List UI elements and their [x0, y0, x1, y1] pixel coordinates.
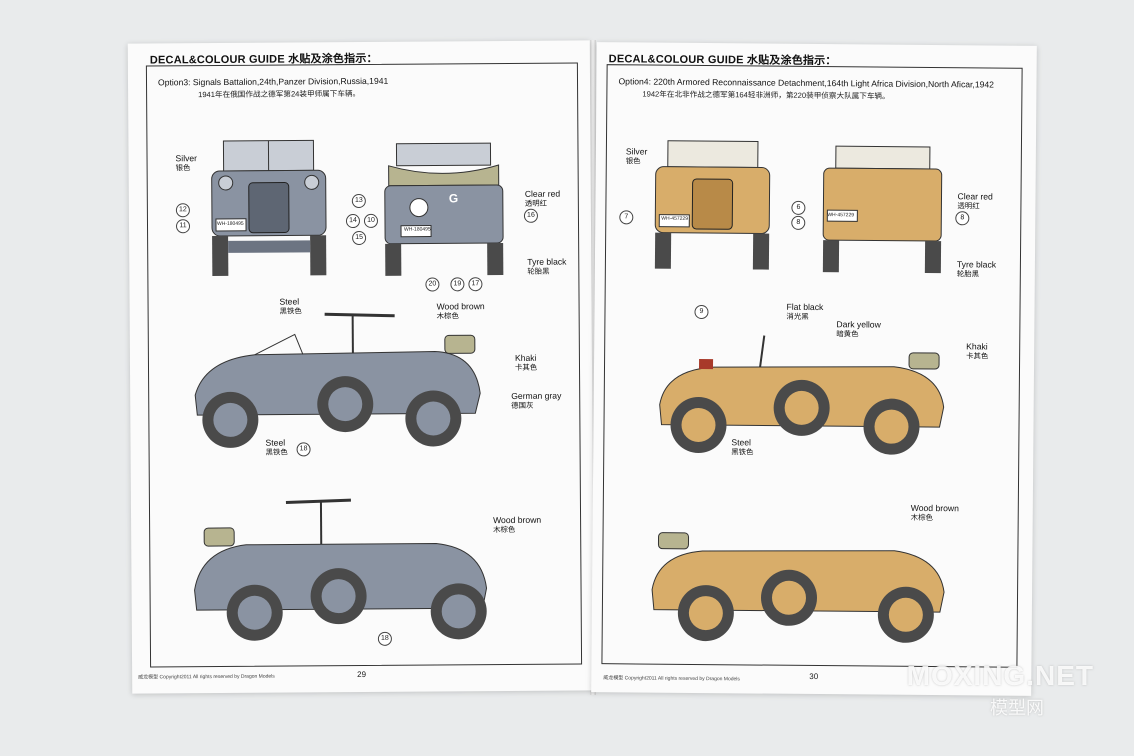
- callout-12: 12: [175, 203, 190, 218]
- left-footer: 威龙模型 Copyright2011 All rights reserved b…: [138, 673, 275, 681]
- callout-16: 16: [523, 208, 538, 223]
- callout-15: 15: [352, 230, 367, 246]
- label-tyre-black-right-en: Tyre black: [956, 259, 997, 270]
- label-steel-right-en: Steel: [731, 437, 751, 448]
- label-silver-right-cn: 银色: [625, 156, 641, 166]
- label-wood-brown-top-cn: 木棕色: [436, 311, 459, 321]
- side-view-gray-vehicle-2: [194, 498, 488, 641]
- watermark-cn: 模型网: [990, 698, 1044, 718]
- label-clear-red-right-cn: 透明红: [957, 201, 980, 211]
- left-option-cn: 1941年在俄国作战之德军第24装甲师属下车辆。: [198, 88, 361, 100]
- rear-letter-g: G: [448, 191, 459, 206]
- left-page-number: 29: [357, 669, 367, 680]
- label-wood-brown-right-cn: 木棕色: [910, 512, 933, 523]
- label-silver-cn: 银色: [175, 163, 191, 173]
- left-page: DECAL&COLOUR GUIDE 水贴及涂色指示： Option3: Sig…: [127, 40, 595, 694]
- callout-9: 9: [694, 304, 709, 320]
- callout-20: 20: [425, 277, 440, 292]
- label-clear-red-cn: 透明红: [524, 198, 548, 208]
- label-steel-bottom-en: Steel: [265, 437, 286, 448]
- callout-18-upper: 18: [296, 442, 311, 457]
- right-page-number: 30: [809, 671, 819, 682]
- label-silver-right-en: Silver: [625, 146, 648, 157]
- label-steel-bottom-cn: 黑铁色: [265, 447, 288, 457]
- callout-17: 17: [468, 277, 483, 292]
- label-silver-en: Silver: [175, 153, 198, 164]
- rear-view-sand-vehicle: [822, 145, 943, 274]
- watermark-brand: MOXING.NET: [906, 660, 1094, 691]
- label-german-gray-en: German gray: [511, 390, 562, 401]
- label-steel-top-cn: 黑铁色: [279, 306, 302, 316]
- right-page: DECAL&COLOUR GUIDE 水贴及涂色指示： Option4: 220…: [591, 42, 1037, 696]
- callout-6: 6: [791, 200, 806, 215]
- label-flat-black-cn: 消光黑: [786, 311, 809, 321]
- label-tyre-black-cn: 轮胎黑: [527, 266, 550, 276]
- front-view-gray-vehicle: [211, 139, 327, 277]
- label-dark-yellow-en: Dark yellow: [836, 319, 881, 330]
- callout-14: 14: [345, 214, 361, 229]
- label-tyre-black-right-cn: 轮胎黑: [956, 269, 980, 279]
- right-option-cn: 1942年在北非作战之德军第164轻非洲师，第220装甲侦察大队属下车辆。: [642, 89, 890, 101]
- callout-8-rear: 8: [955, 211, 970, 226]
- callout-11: 11: [175, 219, 191, 234]
- side-view-sand-vehicle-2: [651, 532, 945, 643]
- right-footer: 威龙模型 Copyright2011 All rights reserved b…: [603, 675, 740, 683]
- label-dark-yellow-cn: 暗黄色: [836, 329, 859, 339]
- label-steel-right-cn: 黑铁色: [731, 447, 754, 457]
- label-khaki-right-cn: 卡其色: [966, 351, 989, 361]
- right-header: DECAL&COLOUR GUIDE 水贴及涂色指示：: [608, 53, 837, 68]
- callout-8-front: 8: [791, 215, 806, 230]
- left-option-title: Option3: Signals Battalion,24th,Panzer D…: [157, 75, 389, 88]
- callout-18-lower: 18: [377, 631, 392, 646]
- side-view-sand-vehicle-1: [659, 335, 945, 455]
- label-clear-red-en: Clear red: [524, 188, 561, 199]
- callout-19: 19: [450, 277, 465, 292]
- rear-view-gray-vehicle: [384, 142, 504, 276]
- rear-plate-left: WH-180495: [404, 226, 431, 233]
- side-view-gray-vehicle-1: [194, 312, 481, 448]
- rear-plate-right: WH-457229: [827, 212, 855, 219]
- label-flat-black-en: Flat black: [786, 301, 824, 313]
- callout-10: 10: [363, 213, 379, 228]
- label-khaki-left-cn: 卡其色: [514, 362, 538, 372]
- label-khaki-left-en: Khaki: [514, 352, 537, 363]
- front-view-sand-vehicle: [654, 140, 771, 270]
- label-khaki-right-en: Khaki: [966, 341, 988, 352]
- label-wood-brown-bottom-cn: 木棕色: [493, 524, 516, 535]
- label-wood-brown-right-en: Wood brown: [910, 502, 959, 514]
- callout-13: 13: [351, 193, 366, 209]
- label-german-gray-cn: 德国灰: [511, 400, 534, 410]
- label-wood-brown-top-en: Wood brown: [436, 301, 485, 312]
- front-plate-right: WH-457229: [661, 215, 689, 222]
- label-steel-top-en: Steel: [279, 296, 300, 307]
- front-plate-left: WH-180495: [216, 220, 244, 228]
- label-wood-brown-bottom-en: Wood brown: [493, 514, 542, 526]
- label-tyre-black-en: Tyre black: [527, 256, 567, 267]
- label-clear-red-right-en: Clear red: [957, 191, 993, 202]
- callout-7: 7: [619, 210, 634, 225]
- left-header: DECAL&COLOUR GUIDE 水贴及涂色指示：: [149, 52, 378, 67]
